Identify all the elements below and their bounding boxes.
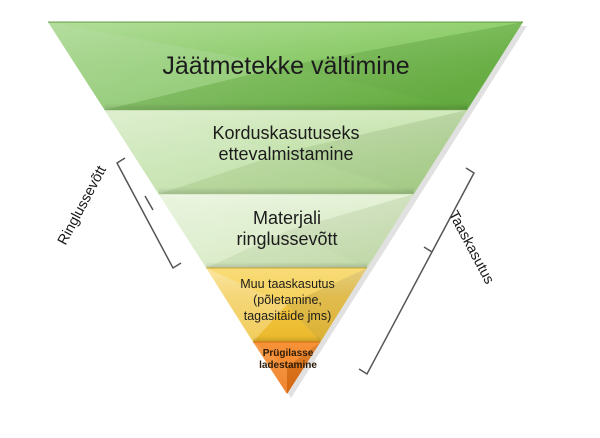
bracket-taaskasutus xyxy=(358,167,475,376)
band-muu-taaskasutus xyxy=(206,267,367,342)
band-prugilasse-ladestamine xyxy=(253,341,321,394)
band-korduskasutuseks-ettevalmistamine xyxy=(104,109,468,194)
band-jaatmetekke-valtimine xyxy=(48,21,523,110)
band-materjali-ringlussevott xyxy=(158,193,414,268)
bracket-ringlussevott xyxy=(116,157,182,270)
